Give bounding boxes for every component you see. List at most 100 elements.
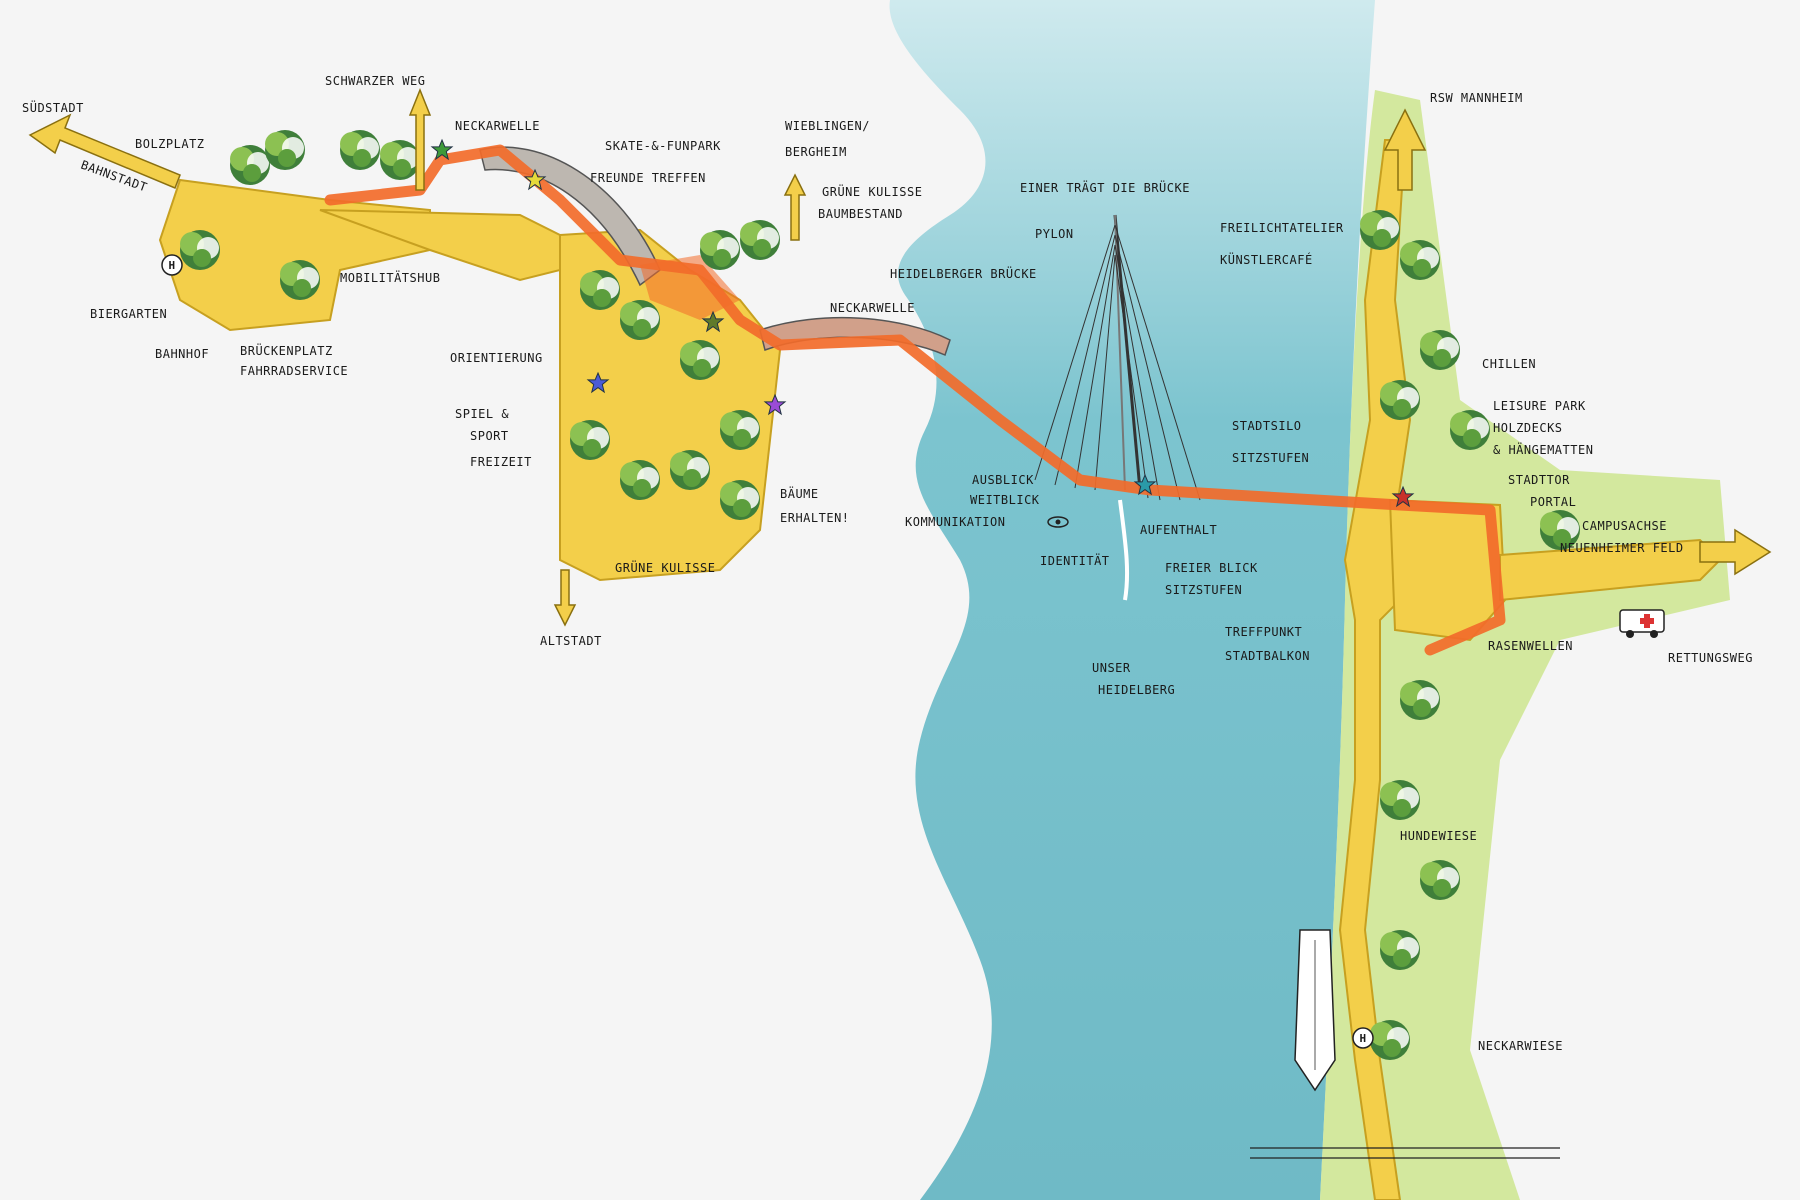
label-holzdecks: Holzdecks [1493, 421, 1563, 435]
label-kuenstlercafe: Künstlercafé [1220, 251, 1313, 267]
label-stadtsilo: Stadtsilo [1232, 419, 1302, 433]
tree-icon [620, 460, 660, 500]
label-orientierung: Orientierung [450, 351, 543, 365]
ambulance-icon [1619, 609, 1665, 638]
label-einer-traegt: Einer trägt die Brücke [1020, 179, 1190, 195]
right-bank-path [1338, 139, 1442, 1200]
river-body [889, 0, 1375, 1200]
label-baeume: Bäume [780, 486, 819, 501]
tree-icon [720, 410, 760, 450]
label-neckarwelle-mid: Neckarwelle [830, 301, 915, 315]
label-treffpunkt: Treffpunkt [1225, 625, 1302, 639]
label-sitzstufen-1: Sitzstufen [1165, 583, 1242, 597]
label-altstadt: Altstadt [540, 634, 602, 648]
label-schwarzer-weg: Schwarzer Weg [325, 74, 425, 88]
bus-stop-icon: H [161, 254, 183, 276]
label-fahrradservice: Fahrradservice [240, 364, 348, 378]
label-weitblick: Weitblick [970, 493, 1040, 507]
tree-icon [265, 130, 305, 170]
tree-icon [620, 300, 660, 340]
label-stadttor: Stadttor [1508, 473, 1570, 487]
label-spiel: Spiel & [455, 407, 509, 421]
tree-icon [1450, 410, 1490, 450]
label-aufenthalt: Aufenthalt [1140, 523, 1217, 537]
label-bahnhof: Bahnhof [155, 347, 209, 361]
arrow-icon [28, 113, 181, 189]
bridge-route [324, 144, 1506, 656]
arrow-icon [783, 173, 807, 241]
label-sitzstufen-2: Sitzstufen [1232, 451, 1309, 465]
label-erhalten: erhalten! [780, 511, 850, 525]
bus-stop-icon: H [1352, 1027, 1374, 1049]
tree-icon [740, 220, 780, 260]
arrow-icon [553, 569, 577, 627]
labels: Südstadt Bahnstadt Bolzplatz Schwarzer W… [22, 74, 1753, 1053]
label-freunde-treffen: Freunde treffen [590, 171, 706, 185]
right-bank-meadow [1320, 90, 1730, 1200]
tree-icon [1420, 860, 1460, 900]
label-ausblick: Ausblick [972, 473, 1034, 487]
label-campusachse: Campusachse [1582, 519, 1667, 533]
label-biergarten: Biergarten [90, 307, 167, 321]
label-freilichtatelier: Freilichtatelier [1220, 221, 1344, 235]
label-gruene-kulisse-bottom: Grüne Kulisse [615, 559, 715, 575]
pylon [1034, 214, 1201, 601]
label-neckarwelle-top: Neckarwelle [455, 119, 540, 133]
tree-icon [580, 270, 620, 310]
label-neuenheimer-feld: Neuenheimer Feld [1560, 541, 1684, 555]
label-rsw-mannheim: RSW Mannheim [1430, 91, 1523, 105]
tree-icon [180, 230, 220, 270]
label-baumbestand: Baumbestand [818, 207, 903, 221]
label-bergheim: Bergheim [785, 145, 847, 159]
label-rasenwellen: Rasenwellen [1488, 639, 1573, 653]
boat-icon [1294, 929, 1336, 1092]
label-bolzplatz: Bolzplatz [135, 137, 205, 151]
tree-icon [1380, 380, 1420, 420]
label-wieblingen: Wieblingen/ [785, 119, 870, 133]
tree-icon [280, 260, 320, 300]
label-stadtbalkon: Stadtbalkon [1225, 649, 1310, 663]
tree-icon [700, 230, 740, 270]
tree-icon [680, 340, 720, 380]
label-gruene-kulisse-top: Grüne Kulisse [822, 183, 922, 199]
label-rettungsweg: Rettungsweg [1668, 651, 1753, 665]
label-identitaet: Identität [1040, 553, 1110, 568]
label-mobilitaetshub: Mobilitätshub [340, 270, 440, 285]
tree-icon [1400, 240, 1440, 280]
label-freizeit: Freizeit [470, 455, 532, 469]
label-haengematten: & Hängematten [1493, 442, 1593, 457]
tree-icon [1370, 1020, 1410, 1060]
eye-icon [1047, 516, 1069, 528]
label-sport: Sport [470, 429, 509, 443]
tree-icon [1420, 330, 1460, 370]
tree-icon [340, 130, 380, 170]
label-heidelberger-bruecke: Heidelberger Brücke [890, 265, 1037, 281]
label-pylon: Pylon [1035, 227, 1074, 241]
label-portal: Portal [1530, 495, 1576, 509]
label-skate-funpark: Skate-&-Funpark [605, 139, 721, 153]
bus-stop-letter: H [168, 259, 175, 272]
label-brueckenplatz: Brückenplatz [240, 342, 333, 358]
tree-icon [1380, 780, 1420, 820]
tree-icon [1360, 210, 1400, 250]
arrow-icon [1383, 108, 1427, 191]
label-hundewiese: Hundewiese [1400, 829, 1477, 843]
tree-icon [720, 480, 760, 520]
tree-icon [1400, 680, 1440, 720]
label-chillen: Chillen [1482, 357, 1536, 371]
arrows [28, 87, 1772, 627]
tree-icon [380, 140, 420, 180]
label-unser: Unser [1092, 661, 1131, 675]
label-neckarwiese: Neckarwiese [1478, 1039, 1563, 1053]
tree-icon [670, 450, 710, 490]
label-heidelberg: Heidelberg [1098, 683, 1175, 697]
tree-icon [230, 145, 270, 185]
label-kommunikation: Kommunikation [905, 515, 1005, 529]
label-suedstadt: Südstadt [22, 99, 84, 115]
label-freier-blick: Freier Blick [1165, 561, 1258, 575]
arrow-icon [1699, 528, 1772, 576]
arrow-icon [408, 87, 432, 191]
tree-icon [570, 420, 610, 460]
